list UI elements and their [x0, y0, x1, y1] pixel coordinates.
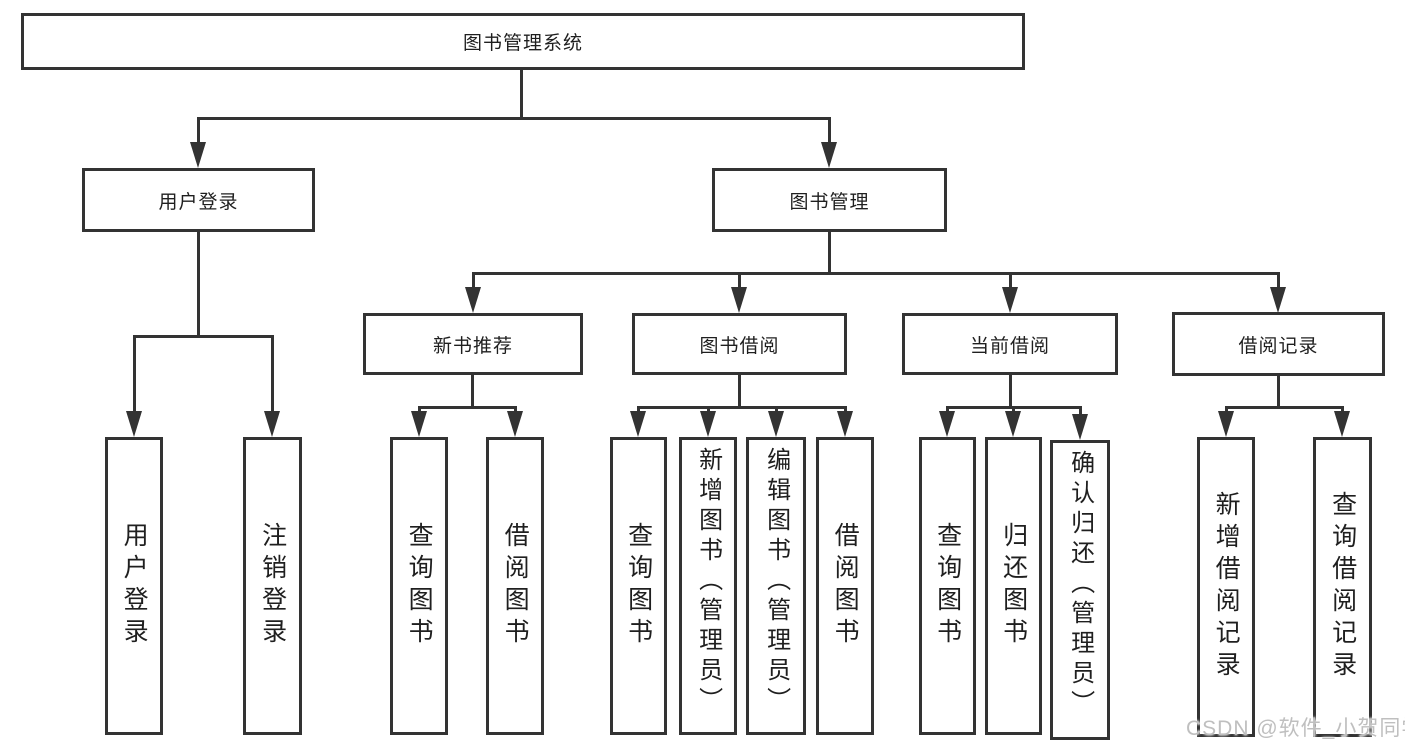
arrow-to-leaf-logout [264, 411, 280, 437]
arrow-to-edit-book [768, 411, 784, 437]
node-book-borrow-label: 图书借阅 [699, 335, 780, 357]
connector-borrow-records-stub [1277, 376, 1280, 408]
node-current-borrow-label: 当前借阅 [969, 335, 1050, 357]
connector-shaft-borrow-a [514, 406, 517, 414]
connector-shaft-borrow-b [844, 406, 847, 414]
connector-to-book-borrow-shaft [738, 272, 741, 290]
connector-to-borrow-records-shaft [1277, 272, 1280, 290]
connector-to-current-borrow-shaft [1009, 272, 1012, 290]
arrow-to-query-c [939, 411, 955, 437]
leaf-query-book-1-label: 查询图书 [405, 522, 434, 650]
connector-new-book-rec-rail [418, 406, 516, 409]
arrow-to-add-book [700, 411, 716, 437]
connector-shaft-add-record [1225, 406, 1228, 414]
node-new-book-rec: 新书推荐 [363, 313, 583, 375]
leaf-query-book-1: 查询图书 [390, 437, 448, 735]
arrow-to-book-mgmt [821, 142, 837, 168]
connector-to-new-book-rec-shaft [472, 272, 475, 290]
leaf-add-book: 新增图书（管理员） [679, 437, 737, 735]
arrow-to-add-record [1218, 411, 1234, 437]
leaf-borrow-book-2: 借阅图书 [816, 437, 874, 735]
node-root-label: 图书管理系统 [462, 33, 583, 54]
leaf-edit-book-label: 编辑图书（管理员） [762, 447, 790, 717]
leaf-add-book-label: 新增图书（管理员） [694, 447, 722, 717]
connector-user-login-stub [197, 232, 200, 337]
connector-new-book-rec-stub [471, 375, 474, 408]
leaf-confirm-return: 确认归还（管理员） [1050, 440, 1110, 740]
connector-shaft-query-c [946, 406, 949, 414]
arrow-to-user-login [190, 142, 206, 168]
leaf-query-book-3: 查询图书 [919, 437, 976, 735]
connector-level2-rail [472, 272, 1280, 275]
arrow-to-current-borrow [1002, 287, 1018, 313]
connector-to-leaf-user-login-shaft [133, 335, 136, 413]
connector-user-login-rail [133, 335, 274, 338]
connector-shaft-query-record [1341, 406, 1344, 414]
connector-shaft-confirm-return [1079, 406, 1082, 416]
arrow-to-book-borrow [731, 287, 747, 313]
connector-book-mgmt-stub [828, 232, 831, 274]
arrow-to-query-b [630, 411, 646, 437]
arrow-to-query-record [1334, 411, 1350, 437]
node-book-mgmt: 图书管理 [712, 168, 947, 232]
connector-to-user-login-shaft [197, 117, 200, 144]
leaf-query-book-3-label: 查询图书 [933, 522, 962, 650]
leaf-add-record-label: 新增借阅记录 [1212, 491, 1241, 683]
connector-to-leaf-logout-shaft [271, 335, 274, 413]
arrow-to-leaf-user-login [126, 411, 142, 437]
arrow-to-query-a [411, 411, 427, 437]
csdn-watermark: CSDN @软件_小贺同学 [1186, 717, 1405, 740]
connector-current-borrow-stub [1009, 375, 1012, 408]
connector-shaft-add-book [707, 406, 710, 414]
node-user-login-label: 用户登录 [158, 191, 239, 213]
node-current-borrow: 当前借阅 [902, 313, 1118, 375]
node-root: 图书管理系统 [21, 13, 1025, 70]
arrow-to-borrow-a [507, 411, 523, 437]
leaf-confirm-return-label: 确认归还（管理员） [1066, 450, 1094, 720]
leaf-user-login-label: 用户登录 [120, 522, 149, 650]
leaf-query-record: 查询借阅记录 [1313, 437, 1372, 737]
connector-book-borrow-stub [738, 375, 741, 408]
node-book-borrow: 图书借阅 [632, 313, 847, 375]
node-borrow-records-label: 借阅记录 [1238, 335, 1319, 357]
arrow-to-return-book [1005, 411, 1021, 437]
connector-book-borrow-rail [637, 406, 846, 409]
node-new-book-rec-label: 新书推荐 [432, 335, 513, 357]
arrow-to-borrow-b [837, 411, 853, 437]
leaf-query-record-label: 查询借阅记录 [1328, 491, 1357, 683]
connector-shaft-return-book [1012, 406, 1015, 414]
leaf-borrow-book-1-label: 借阅图书 [501, 522, 530, 650]
node-book-mgmt-label: 图书管理 [789, 191, 870, 213]
arrow-to-borrow-records [1270, 287, 1286, 313]
node-borrow-records: 借阅记录 [1172, 312, 1385, 376]
connector-root-stub [520, 70, 523, 118]
node-user-login: 用户登录 [82, 168, 315, 232]
leaf-borrow-book-2-label: 借阅图书 [831, 522, 860, 650]
arrow-to-new-book-rec [465, 287, 481, 313]
leaf-user-login: 用户登录 [105, 437, 163, 735]
leaf-add-record: 新增借阅记录 [1197, 437, 1255, 737]
connector-to-book-mgmt-shaft [828, 117, 831, 144]
leaf-return-book-label: 归还图书 [999, 522, 1028, 650]
arrow-to-confirm-return [1072, 414, 1088, 440]
leaf-logout-label: 注销登录 [258, 522, 287, 650]
leaf-logout: 注销登录 [243, 437, 302, 735]
leaf-query-book-2-label: 查询图书 [624, 522, 653, 650]
leaf-borrow-book-1: 借阅图书 [486, 437, 544, 735]
leaf-edit-book: 编辑图书（管理员） [746, 437, 806, 735]
connector-shaft-query-b [637, 406, 640, 414]
connector-borrow-records-rail [1225, 406, 1344, 409]
connector-level1-rail [197, 117, 831, 120]
leaf-return-book: 归还图书 [985, 437, 1042, 735]
leaf-query-book-2: 查询图书 [610, 437, 667, 735]
connector-shaft-edit-book [775, 406, 778, 414]
connector-shaft-query-a [418, 406, 421, 414]
